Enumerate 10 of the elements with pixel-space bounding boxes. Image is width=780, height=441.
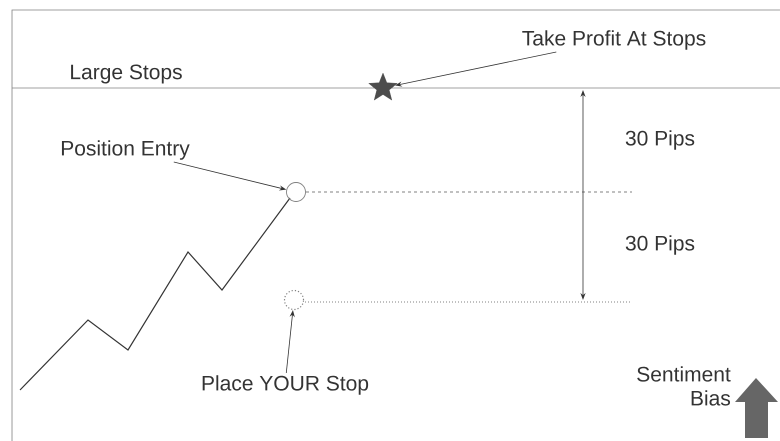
circle-marker (286, 182, 306, 202)
text-label: 30 Pips (626, 235, 694, 255)
callout-text: Position Entry (62, 140, 190, 160)
text-label: Sentiment Bias (637, 366, 731, 406)
text-label: Large Stops (71, 64, 182, 84)
circle-marker (284, 290, 304, 310)
callout-text: Take Profit At Stops (522, 30, 706, 50)
star-icon (368, 72, 398, 100)
callout-text: Place YOUR Stop (202, 375, 368, 395)
text-label: 30 Pips (626, 130, 694, 150)
